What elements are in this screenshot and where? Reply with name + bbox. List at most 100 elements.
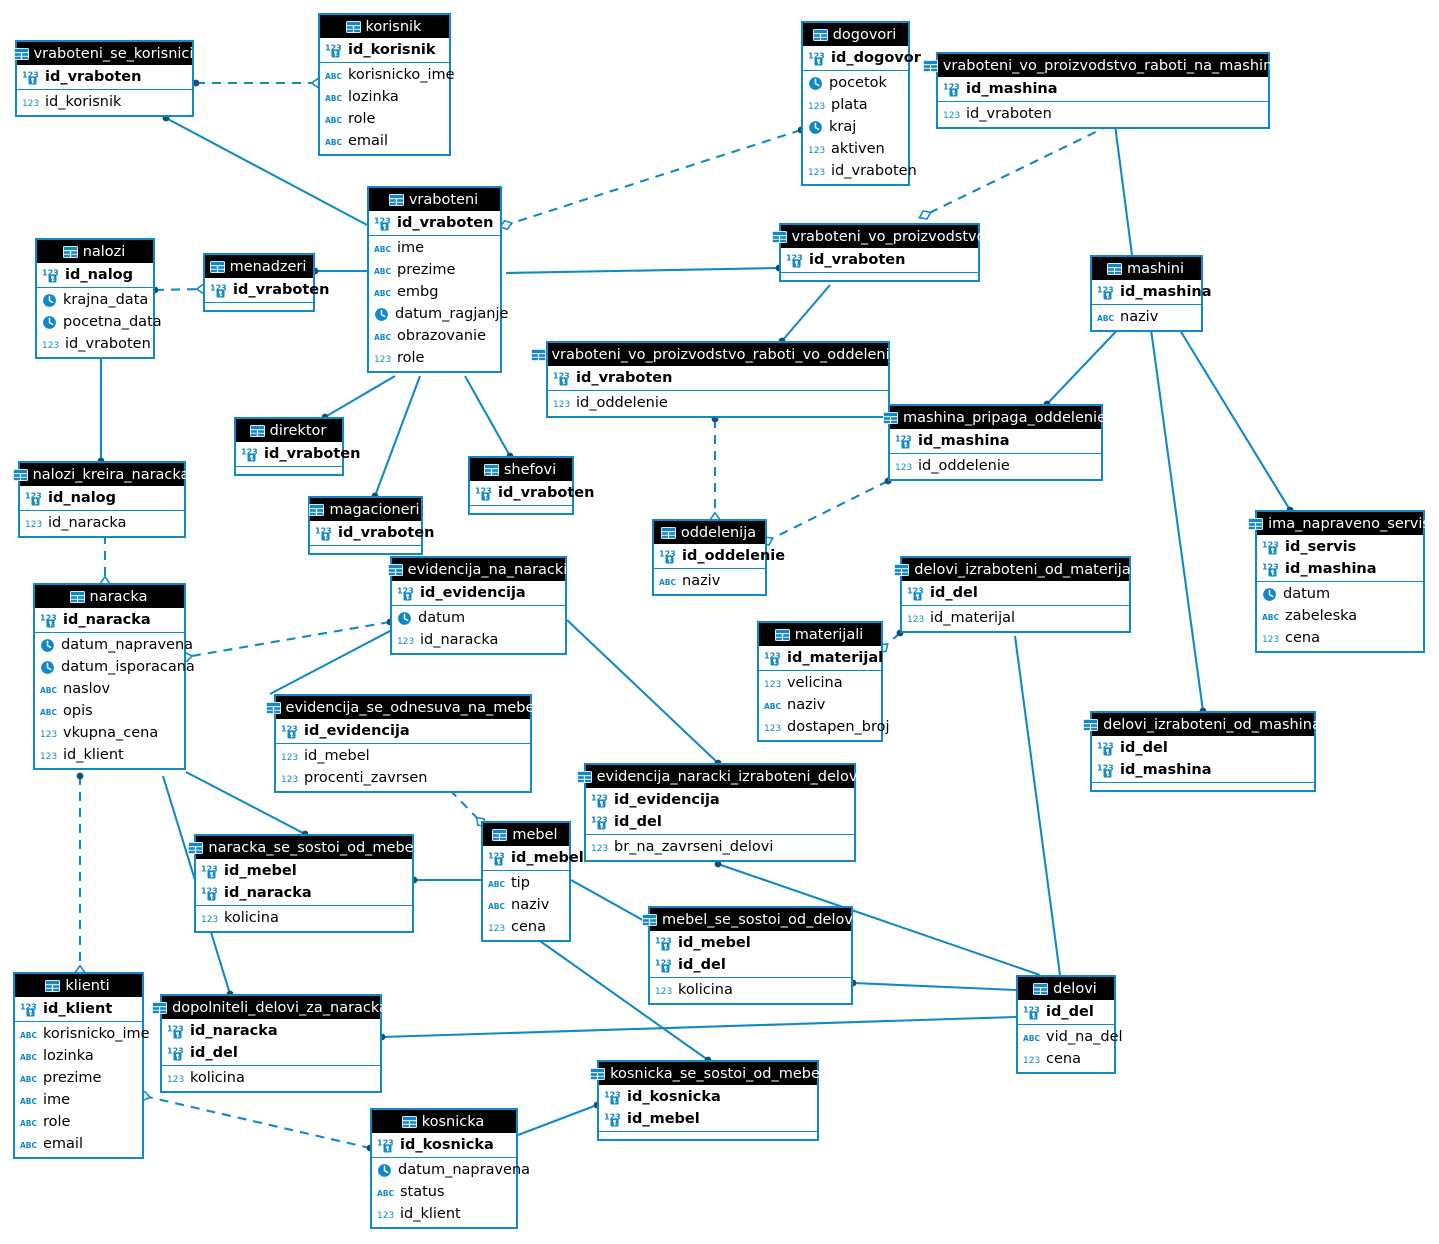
svg-text:123: 123 [488, 924, 505, 934]
field-label: prezime [43, 1070, 102, 1086]
svg-text:123: 123 [943, 82, 960, 91]
field-label: vkupna_cena [63, 725, 159, 741]
entity-name-label: oddelenija [680, 524, 757, 541]
field-label: naziv [1120, 309, 1159, 325]
field-label: id_nalog [65, 267, 134, 283]
number-123-icon: 123 [25, 516, 43, 531]
primary-key-number-icon: 123 [1023, 1005, 1041, 1020]
edge-mebel-to-mebel_se_sostoi_od_delovi [570, 879, 652, 927]
svg-text:123: 123 [315, 526, 332, 535]
field-label: korisnicko_ime [348, 67, 455, 83]
svg-text:ABC: ABC [20, 1053, 38, 1062]
abc-text-icon: ABC [377, 1185, 395, 1200]
svg-text:123: 123 [42, 268, 59, 277]
abc-text-icon: ABC [20, 1071, 38, 1086]
clock-date-icon [374, 307, 390, 322]
primary-key-number-icon: 123 [1097, 741, 1115, 756]
svg-text:123: 123 [40, 613, 57, 622]
entity-header-evidencija_na_naracki: evidencija_na_naracki [387, 558, 567, 581]
entity-header-magacioneri: magacioneri [309, 498, 421, 521]
primary-key-number-icon: 123 [210, 283, 228, 298]
entity-name-label: naracka [89, 588, 148, 605]
entity-header-naracka: naracka [35, 585, 184, 608]
entity-header-delovi_izraboteni_od_mashina: delovi_izraboteni_od_mashina [1083, 713, 1321, 736]
svg-text:ABC: ABC [659, 578, 677, 587]
clock-date-icon [397, 611, 413, 626]
field-label: obrazovanie [397, 328, 487, 344]
abc-text-icon: ABC [40, 704, 58, 719]
svg-text:123: 123 [1097, 763, 1114, 772]
entity-table-vraboteni_vo_proizvodstvo_raboti_na_mashina[interactable]: vraboteni_vo_proizvodstvo_raboti_na_mash… [922, 52, 1281, 129]
svg-text:ABC: ABC [1097, 314, 1115, 323]
svg-text:123: 123 [943, 111, 960, 121]
table-icon [576, 770, 592, 783]
abc-text-icon: ABC [20, 1049, 38, 1064]
svg-text:123: 123 [1262, 562, 1279, 571]
table-icon [642, 913, 658, 926]
field-label: id_evidencija [420, 585, 526, 601]
primary-key-number-icon: 123 [943, 82, 961, 97]
field-label: ime [397, 240, 425, 256]
attributes-section [781, 273, 978, 280]
entity-header-oddelenija: oddelenija [654, 521, 765, 544]
entity-header-kosnicka_se_sostoi_od_mebel: kosnicka_se_sostoi_od_mebel [590, 1062, 824, 1085]
entity-name-label: menadzeri [229, 258, 307, 275]
field-label: id_vraboten [576, 370, 673, 386]
entity-name-label: shefovi [503, 461, 557, 478]
entity-table-vraboteni_vo_proizvodstvo_raboti_vo_oddelenija[interactable]: vraboteni_vo_proizvodstvo_raboti_vo_odde… [531, 341, 903, 418]
field-label: cena [1046, 1051, 1081, 1067]
entity-name-label: mashina_pripaga_oddelenie [902, 409, 1107, 426]
svg-text:123: 123 [1023, 1005, 1040, 1014]
field-label: id_mashina [1120, 762, 1212, 778]
svg-text:ABC: ABC [1023, 1034, 1041, 1043]
svg-text:123: 123 [808, 146, 825, 156]
number-123-icon: 123 [943, 107, 961, 122]
clock-date-icon [808, 76, 824, 91]
field-row: datum [392, 607, 565, 629]
